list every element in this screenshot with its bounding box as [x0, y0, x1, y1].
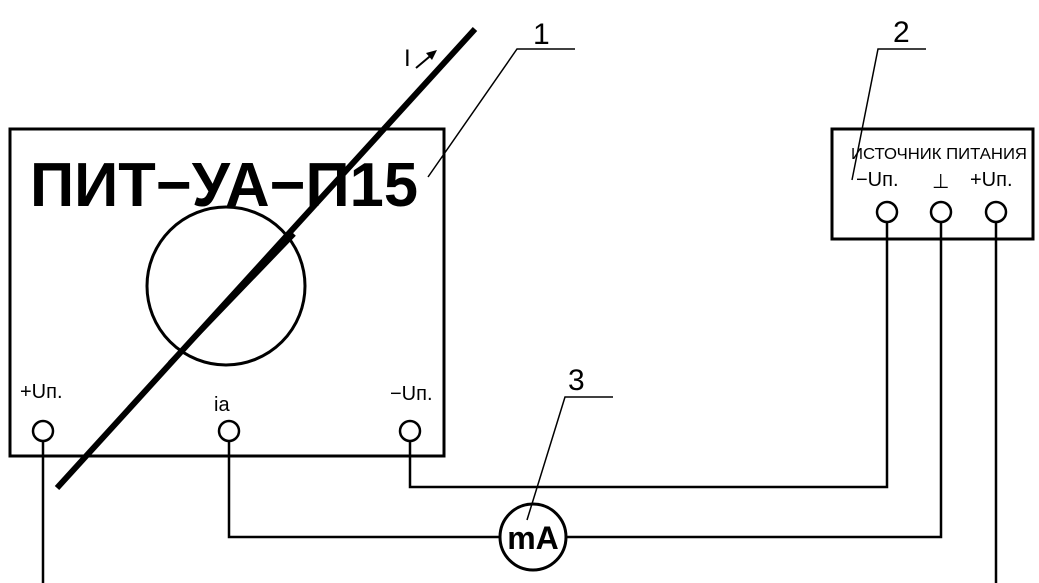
- sensor-outline: [8, 127, 446, 458]
- sensor-terminal-signal: [217, 419, 241, 443]
- supply-terminal-ground-label: ⊥: [932, 171, 949, 193]
- conductor-inner: [168, 232, 296, 365]
- callout-1-leader: [427, 48, 575, 178]
- sensor-aperture: [145, 205, 307, 367]
- supply-terminal-plus-label: +Uп.: [970, 169, 1013, 191]
- wire-meter-to-ground: [566, 222, 943, 539]
- current-label: I: [404, 45, 411, 72]
- callout-3-leader: [526, 396, 613, 521]
- wire-minus-supply: [408, 222, 889, 489]
- callout-1: 1: [427, 18, 575, 178]
- power-supply-block: ИСТОЧНИК ПИТАНИЯ −Uп. ⊥ +Uп.: [830, 127, 1035, 241]
- callout-3-number: 3: [568, 364, 585, 397]
- milliammeter-label: mA: [507, 520, 559, 556]
- sensor-block: ПИТ−УА−П15 +Uп. iа −Uп.: [8, 127, 446, 458]
- sensor-title: ПИТ−УА−П15: [30, 151, 418, 220]
- callout-2: 2: [851, 16, 926, 181]
- sensor-terminal-minus: [398, 419, 422, 443]
- callout-2-number: 2: [893, 16, 910, 49]
- sensor-terminal-plus: [31, 419, 55, 443]
- arrowhead-icon: [426, 50, 437, 60]
- wire-signal-to-meter: [227, 441, 500, 539]
- supply-terminal-minus: [875, 200, 899, 224]
- current-direction: I: [404, 45, 437, 72]
- supply-terminal-plus: [984, 200, 1008, 224]
- sensor-terminal-minus-label: −Uп.: [390, 383, 433, 405]
- primary-conductor: [54, 26, 478, 491]
- wiring: [41, 222, 998, 583]
- supply-terminal-ground: [929, 200, 953, 224]
- supply-terminal-minus-label: −Uп.: [856, 169, 899, 191]
- callout-1-number: 1: [533, 18, 550, 51]
- milliammeter-outline: [498, 502, 568, 572]
- power-supply-title: ИСТОЧНИК ПИТАНИЯ: [851, 146, 1027, 163]
- callout-3: 3: [526, 364, 613, 521]
- power-supply-outline: [830, 127, 1035, 241]
- sensor-terminal-plus-label: +Uп.: [20, 381, 63, 403]
- milliammeter: mA: [498, 502, 568, 572]
- callout-2-leader: [851, 48, 926, 181]
- sensor-terminal-signal-label: iа: [214, 394, 230, 416]
